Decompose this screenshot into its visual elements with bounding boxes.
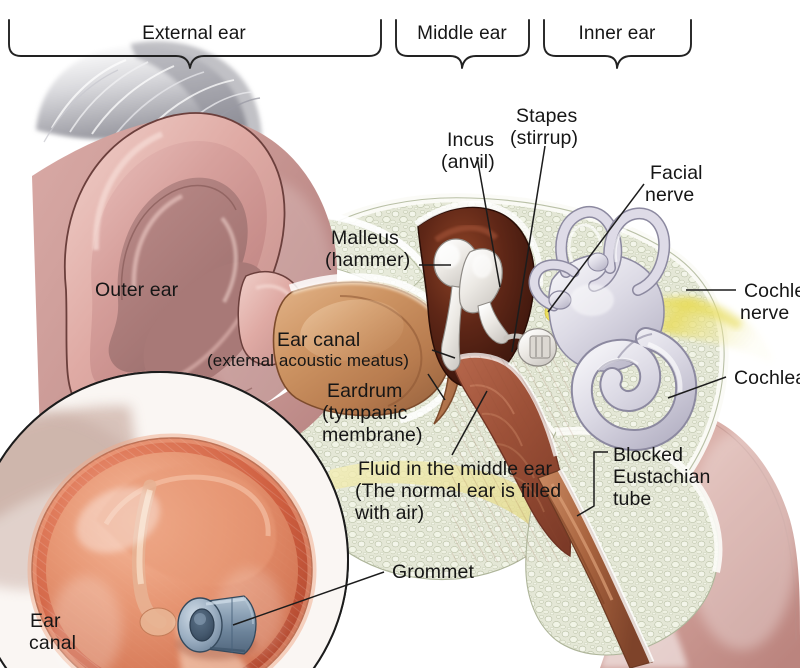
label-fluid-line3: with air) (355, 502, 425, 524)
bracket-external-ear (8, 19, 382, 69)
label-fluid-line1: Fluid in the middle ear (358, 458, 553, 480)
label-eardrum-line3: membrane) (322, 424, 423, 446)
label-ear-canal-inset-line2: canal (29, 632, 77, 654)
label-cochlear-nerve-line1: Cochlear (744, 280, 800, 302)
bracket-label-middle-ear: Middle ear (417, 23, 507, 44)
label-eustachian-line1: Blocked (613, 444, 684, 466)
label-ear-canal-line2: (external acoustic meatus) (207, 351, 409, 370)
leader-ear-canal (431, 349, 456, 359)
eustachian-tube (537, 468, 655, 668)
leader-facial-nerve (547, 183, 645, 313)
label-stapes-line2: (stirrup) (510, 127, 579, 149)
grommet (176, 595, 257, 660)
stapes (503, 328, 557, 367)
label-stapes-line1: Stapes (516, 105, 578, 127)
label-facial-nerve-line1: Facial (650, 162, 703, 184)
leader-grommet (232, 571, 385, 626)
incus-long-process (477, 301, 509, 345)
malleus-handle (440, 285, 465, 372)
label-ear-canal-line1: Ear canal (277, 329, 361, 351)
bracket-inner-ear (543, 19, 692, 69)
label-eustachian-line3: tube (613, 488, 652, 510)
leader-eardrum (427, 373, 446, 401)
label-outer-ear: Outer ear (95, 279, 179, 301)
antihelix (108, 177, 248, 373)
label-incus-line1: Incus (447, 129, 495, 151)
region-brackets (8, 19, 692, 69)
label-eardrum-line1: Eardrum (327, 380, 403, 402)
hair-strands (43, 58, 261, 143)
inset-otoscopic-view (0, 371, 349, 668)
bracket-label-inner-ear: Inner ear (578, 23, 656, 44)
concha (143, 262, 269, 391)
label-cochlea: Cochlea (734, 367, 800, 389)
leader-stapes (511, 145, 546, 353)
label-grommet: Grommet (392, 561, 474, 583)
cochlea (570, 327, 698, 451)
label-fluid-line2: (The normal ear is filled (355, 480, 562, 502)
label-eardrum-line2: (tympanic (322, 402, 408, 424)
leader-fluid (451, 390, 488, 456)
cochlear-nerve-fibers (640, 295, 772, 362)
label-cochlear-nerve-line2: nerve (740, 302, 790, 324)
leader-lines (232, 145, 736, 626)
label-ear-canal-inset-line1: Ear (30, 610, 61, 632)
leader-incus (476, 156, 501, 288)
label-malleus-line1: Malleus (331, 227, 399, 249)
inset-umbo (139, 607, 177, 637)
label-facial-nerve-line2: nerve (645, 184, 695, 206)
leader-eustachian (576, 451, 608, 517)
bracket-label-external-ear: External ear (142, 23, 246, 44)
leader-cochlea (667, 376, 727, 399)
label-incus-line2: (anvil) (441, 151, 495, 173)
bracket-middle-ear (395, 19, 530, 69)
label-malleus-line2: (hammer) (325, 249, 411, 271)
label-eustachian-line2: Eustachian (613, 466, 711, 488)
